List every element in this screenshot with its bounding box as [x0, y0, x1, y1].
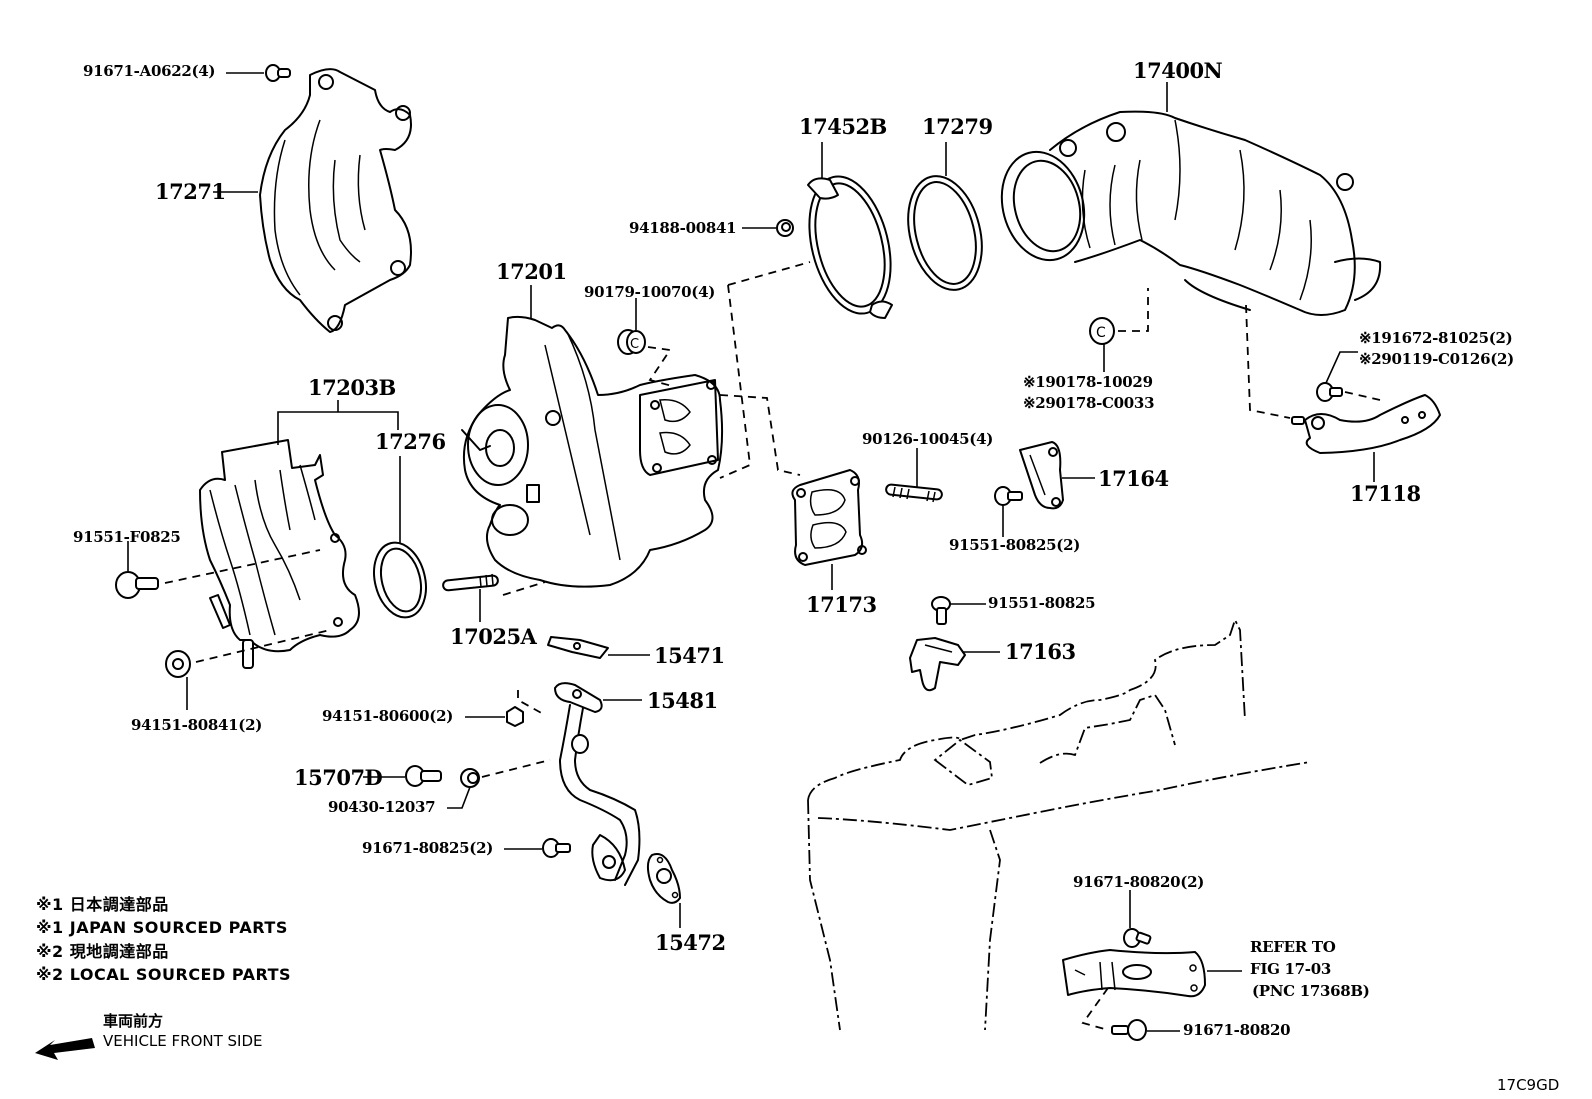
label-94151-80600[interactable]: 94151-80600(2): [322, 707, 454, 725]
label-91551-80825-pair[interactable]: 91551-80825(2): [949, 536, 1081, 554]
bracket-17164[interactable]: [1019, 441, 1064, 510]
assembly-dashed-line: [1081, 987, 1109, 1031]
label-17201[interactable]: 17201: [496, 259, 567, 284]
washer-90430-12037[interactable]: [460, 768, 480, 788]
refer-to-line3: (PNC 17368B): [1252, 982, 1370, 1000]
bolt-91671-80820[interactable]: [1111, 1019, 1147, 1041]
assembly-dashed-line: [481, 759, 551, 778]
label-90178-10029[interactable]: ※190178-10029: [1023, 373, 1153, 391]
assembly-dashed-line: [1344, 391, 1381, 401]
stud-90126-10045[interactable]: [885, 483, 943, 503]
gasket-15472[interactable]: [646, 853, 681, 904]
bolt-91672[interactable]: [1316, 382, 1343, 402]
label-17276[interactable]: 17276: [375, 429, 446, 454]
bolt-91551-80825[interactable]: [931, 596, 951, 625]
label-90179-10070[interactable]: 90179-10070(4): [584, 283, 716, 301]
label-17163[interactable]: 17163: [1005, 639, 1076, 664]
turbocharger-17201[interactable]: [461, 315, 724, 588]
label-17025A[interactable]: 17025A: [450, 624, 537, 649]
gasket-17279[interactable]: [897, 168, 993, 297]
assembly-dashed-line: [517, 690, 546, 716]
gasket-17173[interactable]: [791, 469, 867, 566]
refer-to-line2[interactable]: FIG 17-03: [1250, 960, 1331, 978]
assembly-dashed-line: [719, 284, 751, 479]
svg-text:C: C: [1096, 325, 1106, 341]
label-17118[interactable]: 17118: [1350, 481, 1421, 506]
assembly-dashed-line: [502, 581, 546, 596]
leader-line: [1325, 351, 1358, 384]
gasket-17276[interactable]: [367, 537, 434, 623]
figure-id: 17C9GD: [1497, 1076, 1560, 1094]
bracket-17163[interactable]: [909, 637, 966, 692]
gasket-15471[interactable]: [547, 636, 609, 659]
label-17164[interactable]: 17164: [1098, 466, 1169, 491]
label-15472[interactable]: 15472: [655, 930, 726, 955]
label-91671-A0622[interactable]: 91671-A0622(4): [83, 62, 216, 80]
label-17279[interactable]: 17279: [922, 114, 993, 139]
label-91671-80825[interactable]: 91671-80825(2): [362, 839, 494, 857]
label-91672-81025[interactable]: ※191672-81025(2): [1359, 329, 1513, 347]
assembly-dashed-line: [727, 261, 811, 286]
nut-94151-80841[interactable]: [165, 650, 191, 678]
heat-insulator-17271[interactable]: [259, 68, 412, 333]
assembly-dashed-line: [1245, 304, 1291, 419]
label-90126-10045[interactable]: 90126-10045(4): [862, 430, 994, 448]
nut-90179-10070[interactable]: C: [617, 329, 646, 355]
refer-to-line1: REFER TO: [1250, 938, 1336, 956]
vehicle-front-japanese: 車両前方: [103, 1012, 164, 1030]
svg-text:C: C: [630, 337, 639, 352]
note-1-japanese: ※1 日本調達部品: [36, 895, 169, 914]
label-15481[interactable]: 15481: [647, 688, 718, 713]
assembly-dashed-line: [719, 394, 801, 476]
assembly-dashed-line: [164, 549, 321, 584]
arrow-front-icon: [35, 1038, 95, 1060]
label-17452B[interactable]: 17452B: [799, 114, 887, 139]
bolt-91671-A0622[interactable]: [265, 64, 291, 82]
label-17271[interactable]: 17271: [155, 179, 226, 204]
label-15471[interactable]: 15471: [654, 643, 725, 668]
bolt-91671-80820-pair[interactable]: [1123, 928, 1152, 948]
bracket-17118[interactable]: [1291, 394, 1441, 454]
label-91671-80820-pair[interactable]: 91671-80820(2): [1073, 873, 1205, 891]
union-bolt-15707D[interactable]: [405, 765, 442, 787]
assembly-dashed-line: [195, 629, 331, 663]
vehicle-front-english: VEHICLE FRONT SIDE: [103, 1032, 263, 1050]
note-1-english: ※1 JAPAN SOURCED PARTS: [36, 918, 288, 937]
oil-pipe-15481[interactable]: [554, 682, 641, 886]
bolt-91551-80825-pair[interactable]: [994, 486, 1023, 506]
nut-94151-80600[interactable]: [506, 706, 524, 727]
label-17173[interactable]: 17173: [806, 592, 877, 617]
label-90430-12037[interactable]: 90430-12037: [328, 798, 436, 816]
label-90119-C0126[interactable]: ※290119-C0126(2): [1359, 350, 1514, 368]
bracket-17368B[interactable]: [1062, 949, 1206, 998]
stud-17025A[interactable]: [442, 573, 499, 592]
label-17203B[interactable]: 17203B: [308, 375, 396, 400]
nut-90178[interactable]: C: [1089, 317, 1115, 345]
nut-94188-00841[interactable]: [776, 219, 794, 237]
label-91551-F0825[interactable]: 91551-F0825: [73, 528, 181, 546]
note-2-english: ※2 LOCAL SOURCED PARTS: [36, 965, 292, 984]
label-91671-80820[interactable]: 91671-80820: [1183, 1021, 1291, 1039]
label-91551-80825[interactable]: 91551-80825: [988, 594, 1096, 612]
label-90178-C0033[interactable]: ※290178-C0033: [1023, 394, 1155, 412]
note-2-japanese: ※2 現地調達部品: [36, 942, 169, 961]
leader-line: [447, 786, 471, 809]
label-15707D[interactable]: 15707D: [294, 765, 383, 790]
label-94151-80841[interactable]: 94151-80841(2): [131, 716, 263, 734]
turbo-outlet-elbow-17203B[interactable]: [199, 439, 360, 669]
engine-block-outline: [807, 617, 1311, 1031]
assembly-dashed-line: [1118, 288, 1149, 332]
label-94188-00841[interactable]: 94188-00841: [629, 219, 737, 237]
clamp-17452B[interactable]: [796, 168, 904, 322]
bolt-91551-F0825[interactable]: [115, 571, 159, 599]
bolt-91671-80825[interactable]: [542, 838, 571, 858]
label-17400N[interactable]: 17400N: [1133, 58, 1223, 83]
catalytic-converter-17400N[interactable]: [990, 110, 1382, 316]
